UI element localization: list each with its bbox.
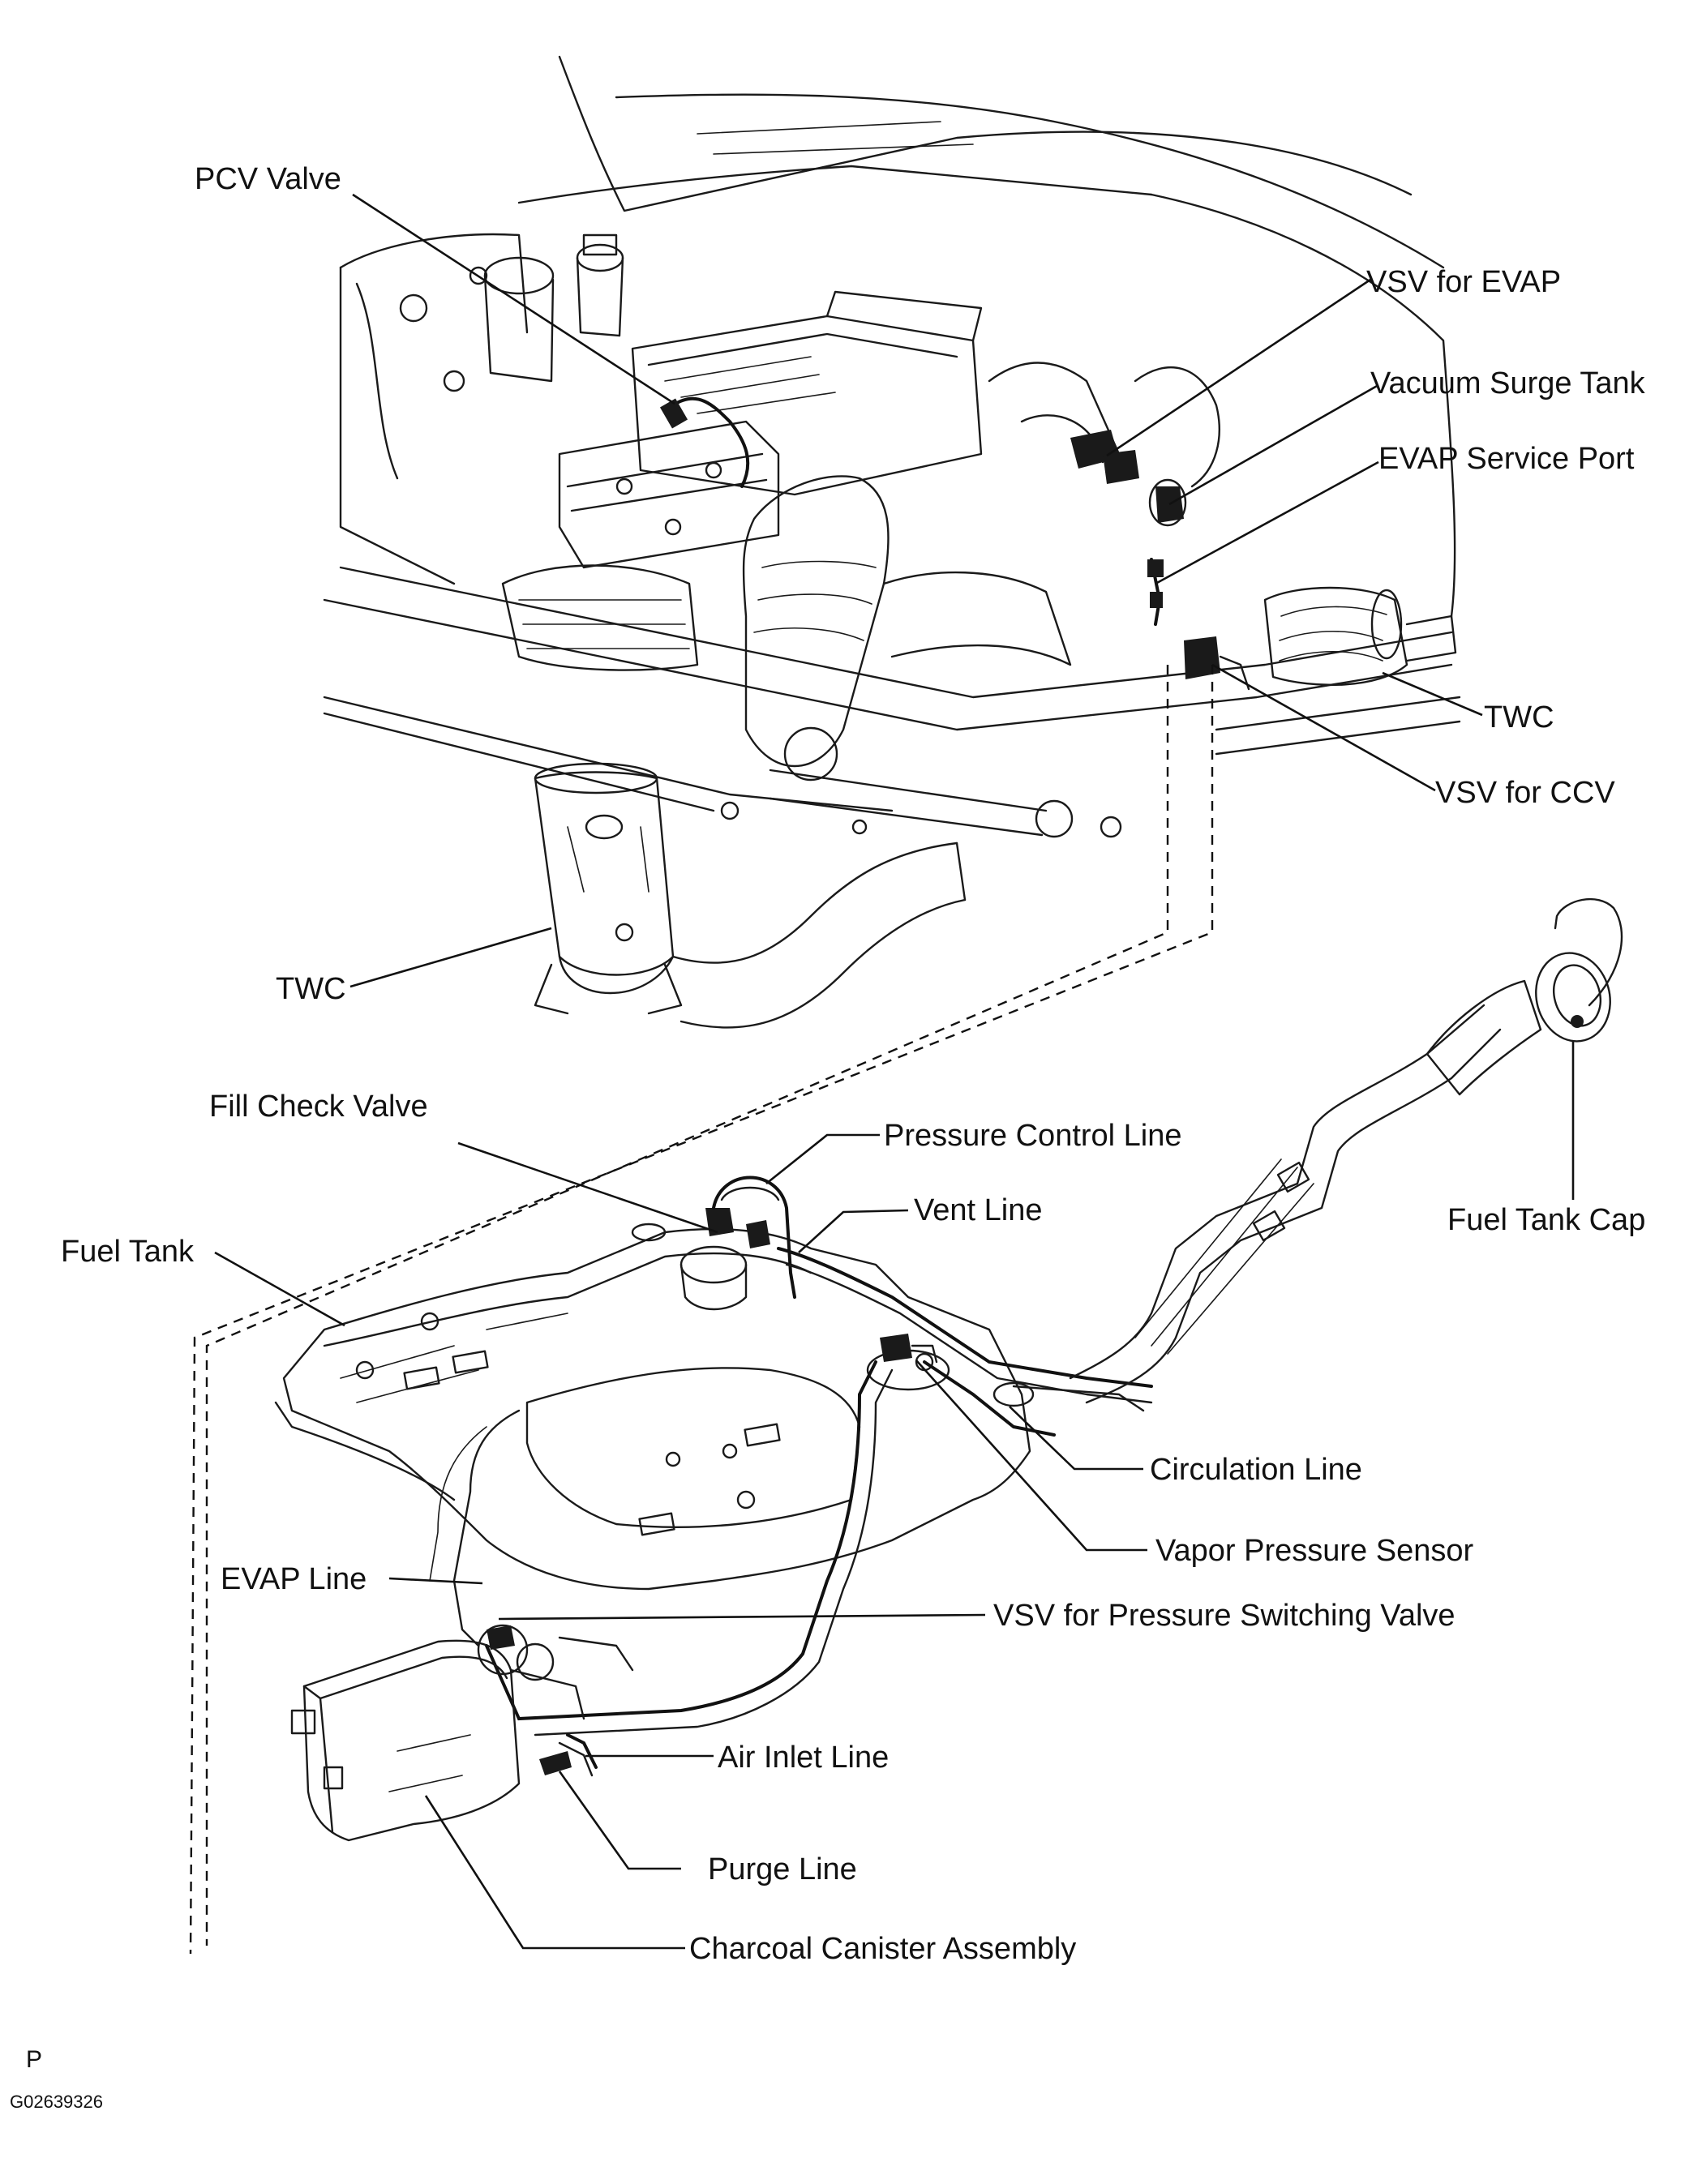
leader-fill-check-valve (457, 1141, 718, 1234)
leader-pressure-control-line (765, 1133, 880, 1185)
label-fill-check-valve: Fill Check Valve (209, 1090, 428, 1124)
label-pcv-valve: PCV Valve (195, 162, 341, 196)
leader-lines (214, 193, 1575, 1950)
leader-pcv-valve (352, 193, 675, 405)
leader-vacuum-surge-tank (1168, 383, 1379, 506)
leader-vent-line (798, 1209, 909, 1253)
leader-fuel-tank (214, 1251, 345, 1327)
footer-code-letter: P (26, 2046, 42, 2073)
label-vapor-pressure-sensor: Vapor Pressure Sensor (1155, 1534, 1473, 1568)
fuel-tank-illustration (274, 897, 1623, 1842)
label-charcoal-canister: Charcoal Canister Assembly (689, 1932, 1076, 1966)
leader-charcoal-canister (424, 1795, 685, 1950)
leader-twc-right (1382, 671, 1483, 717)
leader-evap-line (388, 1577, 483, 1585)
label-vacuum-surge-tank: Vacuum Surge Tank (1370, 366, 1646, 400)
label-vsv-ccv: VSV for CCV (1435, 776, 1615, 810)
engine-compartment-illustration (323, 55, 1461, 1029)
callout-labels: PCV Valve VSV for EVAP Vacuum Surge Tank… (61, 162, 1646, 1966)
hidden-line-dashed-outline (189, 665, 1214, 1955)
leader-vapor-pressure-sensor (915, 1360, 1147, 1552)
label-vsv-evap: VSV for EVAP (1366, 265, 1561, 299)
leader-vsv-evap (1106, 278, 1371, 457)
figure-footer: P G02639326 (10, 2046, 103, 2112)
label-evap-service-port: EVAP Service Port (1378, 442, 1635, 476)
label-twc-right: TWC (1484, 700, 1554, 734)
label-circulation-line: Circulation Line (1150, 1453, 1362, 1487)
leader-vsv-ccv (1211, 663, 1436, 792)
leader-vsv-pressure-switching (498, 1613, 986, 1621)
label-vent-line: Vent Line (914, 1193, 1042, 1227)
label-twc-left: TWC (276, 972, 346, 1006)
label-purge-line: Purge Line (708, 1852, 857, 1886)
label-fuel-tank-cap: Fuel Tank Cap (1447, 1203, 1645, 1237)
footer-figure-id: G02639326 (10, 2092, 103, 2112)
label-fuel-tank: Fuel Tank (61, 1235, 195, 1269)
label-vsv-pressure-switching: VSV for Pressure Switching Valve (993, 1599, 1455, 1633)
label-air-inlet-line: Air Inlet Line (718, 1741, 889, 1775)
leader-circulation-line (1009, 1406, 1143, 1471)
label-evap-line: EVAP Line (221, 1562, 367, 1596)
leader-twc-left (349, 927, 552, 988)
leader-evap-service-port (1155, 460, 1379, 585)
label-pressure-control-line: Pressure Control Line (884, 1119, 1182, 1153)
leader-purge-line (558, 1771, 681, 1870)
